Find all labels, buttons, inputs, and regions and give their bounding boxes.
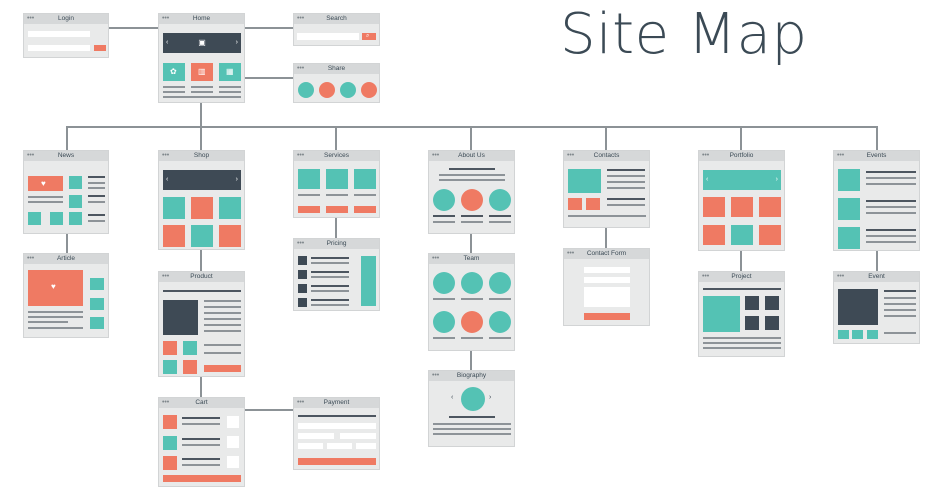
heart-icon: ♥ <box>41 179 46 188</box>
team-page[interactable]: • • • Team <box>428 253 515 351</box>
search-button[interactable]: ⌕ <box>362 33 376 40</box>
pricing-title: Pricing <box>326 240 347 247</box>
send-button[interactable] <box>584 313 630 320</box>
shop-title: Shop <box>193 152 210 159</box>
project-page[interactable]: • • • Project <box>698 271 785 357</box>
payment-page[interactable]: • • • Payment <box>293 397 380 470</box>
cart-title: Cart <box>195 399 208 406</box>
event-title: Event <box>868 273 885 280</box>
email-field[interactable] <box>584 277 630 283</box>
contact-form-title: Contact Form <box>586 250 627 257</box>
events-page[interactable]: • • • Events <box>833 150 920 251</box>
about-us-page[interactable]: • • • About Us <box>428 150 515 234</box>
contact-form-page[interactable]: • • • Contact Form <box>563 248 650 326</box>
share-page[interactable]: • • • Share <box>293 63 380 103</box>
contacts-title: Contacts <box>593 152 620 159</box>
chart-icon: ▥ <box>198 67 206 76</box>
search-input[interactable] <box>297 33 359 40</box>
product-page[interactable]: • • • Product <box>158 271 245 377</box>
project-title: Project <box>731 273 752 280</box>
search-title: Search <box>326 15 347 22</box>
news-title: News <box>57 152 75 159</box>
portfolio-page[interactable]: • • • Portfolio ‹› <box>698 150 785 251</box>
share-title: Share <box>327 65 346 72</box>
image-icon: ▣ <box>198 38 206 47</box>
pay-button[interactable] <box>298 458 376 465</box>
name-field[interactable] <box>584 267 630 273</box>
add-to-cart-button[interactable] <box>204 365 241 372</box>
site-map-title: Site Map <box>560 2 808 67</box>
home-title: Home <box>192 15 211 22</box>
team-title: Team <box>463 255 480 262</box>
pricing-page[interactable]: • • • Pricing <box>293 238 380 311</box>
about-us-title: About Us <box>458 152 485 159</box>
biography-page[interactable]: • • • Biography ‹› <box>428 370 515 447</box>
article-title: Article <box>56 255 76 262</box>
event-page[interactable]: • • • Event <box>833 271 920 344</box>
heart-icon: ♥ <box>51 282 56 291</box>
events-title: Events <box>866 152 887 159</box>
news-page[interactable]: • • • News ♥ <box>23 150 109 234</box>
grid-icon: ▦ <box>226 67 234 76</box>
shop-banner[interactable]: ‹› <box>163 170 241 190</box>
login-title: Login <box>58 15 74 22</box>
payment-title: Payment <box>323 399 350 406</box>
shop-page[interactable]: • • • Shop ‹› <box>158 150 245 250</box>
checkout-button[interactable] <box>163 475 241 482</box>
contacts-page[interactable]: • • • Contacts <box>563 150 650 228</box>
portfolio-slider[interactable]: ‹› <box>703 170 781 190</box>
portfolio-title: Portfolio <box>729 152 754 159</box>
product-title: Product <box>190 273 213 280</box>
search-page[interactable]: • • • Search ⌕ <box>293 13 380 46</box>
globe-icon: ✿ <box>170 67 177 76</box>
cart-page[interactable]: • • • Cart <box>158 397 245 487</box>
login-page[interactable]: • • • Login <box>23 13 109 58</box>
biography-title: Biography <box>456 372 487 379</box>
article-page[interactable]: • • • Article ♥ <box>23 253 109 338</box>
home-page[interactable]: • • • Home ‹› ▣ ✿ ▥ ▦ <box>158 13 245 103</box>
login-button[interactable] <box>94 45 106 51</box>
services-title: Services <box>324 152 349 159</box>
message-field[interactable] <box>584 287 630 307</box>
home-slider[interactable]: ‹› ▣ <box>163 33 241 53</box>
services-page[interactable]: • • • Services <box>293 150 380 218</box>
search-icon: ⌕ <box>366 33 370 39</box>
